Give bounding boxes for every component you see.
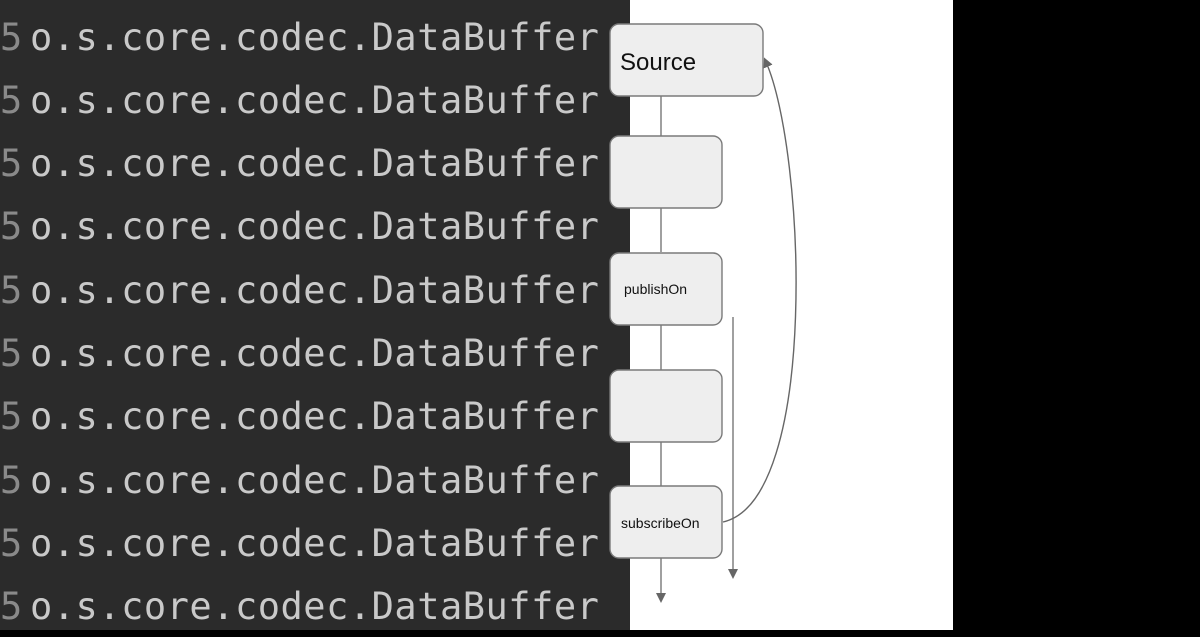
node-publishon-label: publishOn	[624, 281, 687, 297]
node-publishon: publishOn	[609, 252, 723, 326]
log-line-text: o.s.core.codec.DataBuffer	[30, 459, 600, 502]
subscribe-back-arrow	[722, 57, 797, 523]
log-line-text: o.s.core.codec.DataBuffer	[30, 585, 600, 628]
log-line-text: o.s.core.codec.DataBuffer	[30, 395, 600, 438]
log-line-gutter: 5	[0, 205, 23, 248]
log-line-gutter: 5	[0, 395, 23, 438]
log-line-gutter: 5	[0, 332, 23, 375]
log-line-gutter: 5	[0, 79, 23, 122]
node-operator-1	[609, 135, 723, 209]
node-source: Source	[609, 23, 764, 97]
log-line-gutter: 5	[0, 16, 23, 59]
node-subscribeon: subscribeOn	[609, 485, 723, 559]
log-line-text: o.s.core.codec.DataBuffer	[30, 269, 600, 312]
log-line-gutter: 5	[0, 142, 23, 185]
log-line-text: o.s.core.codec.DataBuffer	[30, 332, 600, 375]
log-line-gutter: 5	[0, 269, 23, 312]
log-line-text: o.s.core.codec.DataBuffer	[30, 79, 600, 122]
flow-diagram-panel: Source publishOn subscribeOn	[609, 0, 953, 630]
node-subscribeon-label: subscribeOn	[621, 515, 700, 531]
flow-diagram: Source publishOn subscribeOn	[609, 23, 797, 603]
node-operator-2	[609, 369, 723, 443]
log-line-gutter: 5	[0, 585, 23, 628]
log-line-text: o.s.core.codec.DataBuffer	[30, 522, 600, 565]
log-line-text: o.s.core.codec.DataBuffer	[30, 205, 600, 248]
log-line-text: o.s.core.codec.DataBuffer	[30, 16, 600, 59]
log-line-gutter: 5	[0, 522, 23, 565]
log-line-gutter: 5	[0, 459, 23, 502]
empty-black-area	[953, 0, 1200, 630]
node-source-label: Source	[620, 49, 696, 76]
log-line-text: o.s.core.codec.DataBuffer	[30, 142, 600, 185]
